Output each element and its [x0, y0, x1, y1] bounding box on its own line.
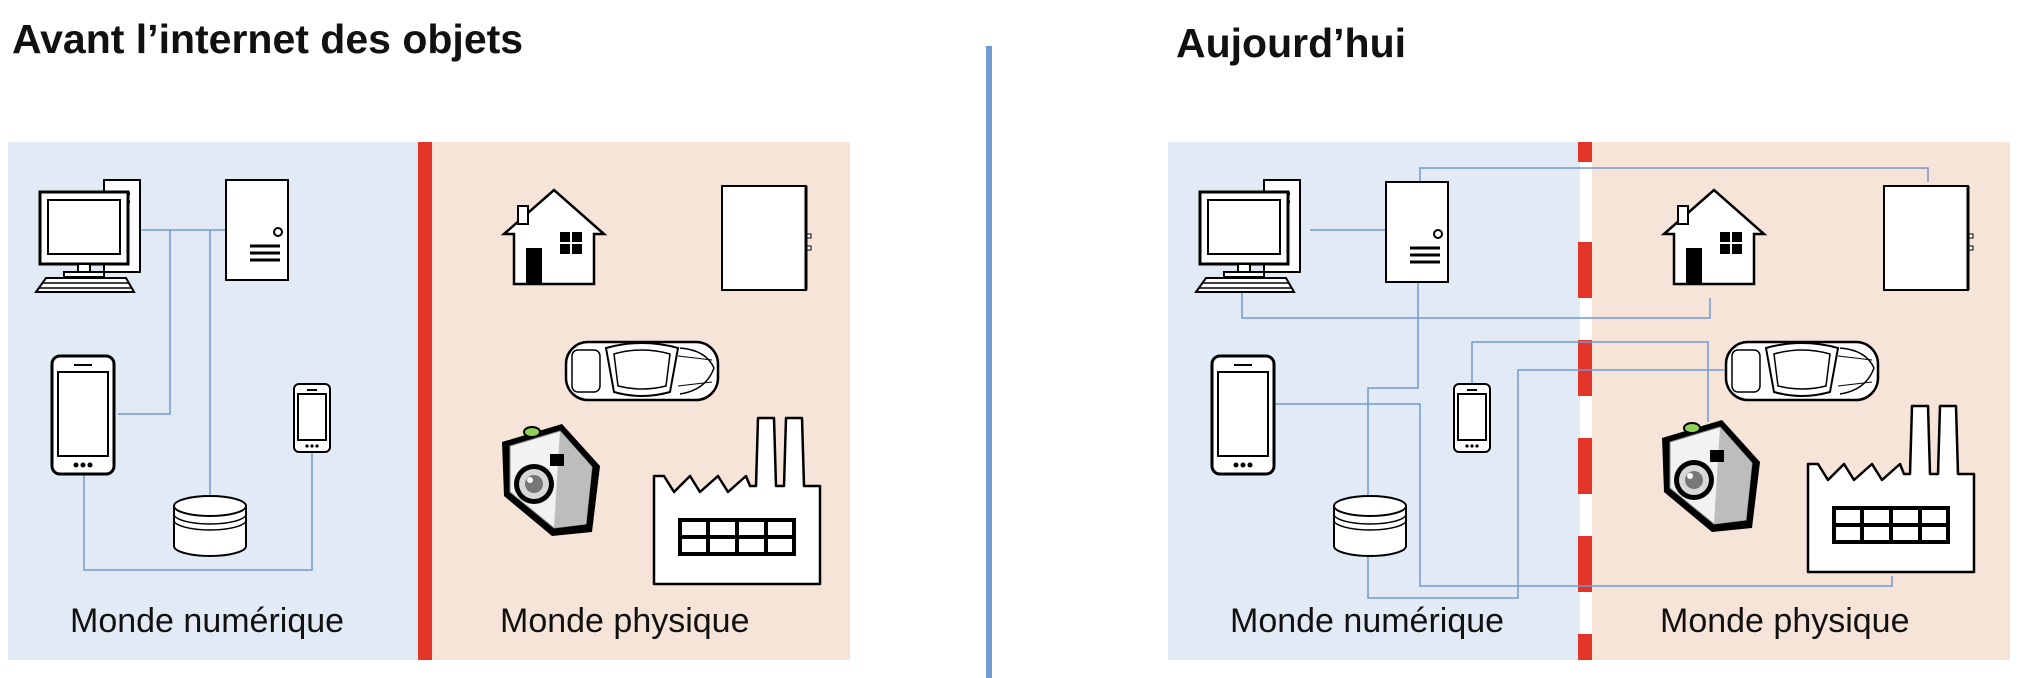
right-digital-label: Monde numérique [1230, 602, 1504, 640]
tablet-icon [1210, 354, 1276, 476]
database-icon [173, 495, 247, 557]
left-digital-links [83, 229, 313, 571]
server-tower-icon [1384, 180, 1450, 284]
right-broken-barrier [1578, 142, 1592, 660]
refrigerator-icon [1882, 184, 1975, 292]
car-icon [1724, 340, 1880, 402]
database-icon [1333, 495, 1407, 557]
left-title: Avant l’internet des objets [12, 16, 524, 62]
center-divider [986, 46, 992, 678]
refrigerator-icon [720, 184, 813, 292]
tablet-icon [50, 354, 116, 476]
car-icon [564, 340, 720, 402]
left-physical-label: Monde physique [500, 602, 750, 640]
right-physical-label: Monde physique [1660, 602, 1910, 640]
right-panel: Monde numérique Monde physique [1168, 142, 2010, 660]
smartphone-icon [1453, 383, 1491, 453]
right-title: Aujourd’hui [1176, 20, 1407, 66]
left-digital-label: Monde numérique [70, 602, 344, 640]
smartphone-icon [293, 383, 331, 453]
left-panel: Monde numérique Monde physique [8, 142, 850, 660]
left-solid-barrier [418, 142, 432, 660]
server-tower-icon [224, 178, 290, 282]
right-iot-links [1241, 167, 1929, 599]
